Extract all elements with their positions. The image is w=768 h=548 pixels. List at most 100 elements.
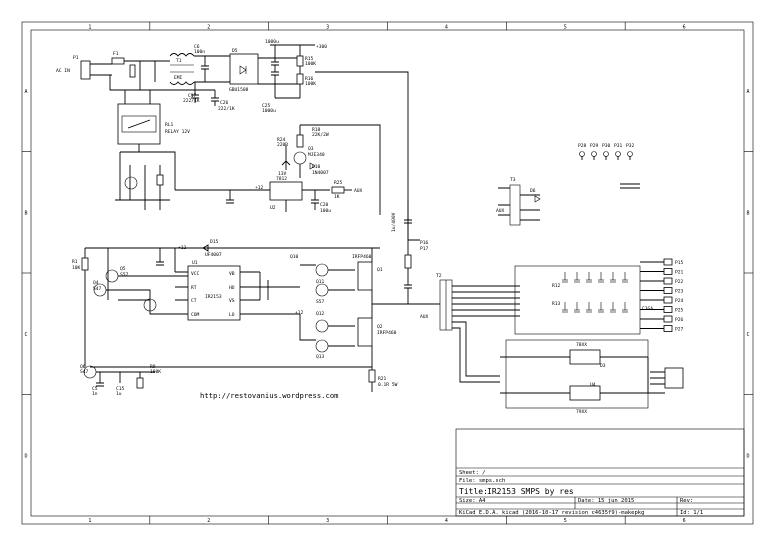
- svg-text:S57: S57: [120, 272, 129, 278]
- svg-text:RL1: RL1: [165, 122, 174, 128]
- url-text: http://restovanius.wordpress.com: [200, 391, 338, 400]
- svg-text:D5: D5: [232, 48, 238, 54]
- sheet-label: Sheet: /: [459, 470, 486, 476]
- header-pin: [615, 151, 621, 157]
- svg-text:COM: COM: [191, 312, 200, 318]
- file-label: File: smps.sch: [459, 478, 505, 484]
- svg-text:R18: R18: [312, 127, 321, 133]
- frame-row-label: A: [25, 89, 28, 95]
- svg-text:VCC: VCC: [191, 271, 200, 277]
- size-label: Size: A4: [459, 498, 486, 504]
- svg-text:S47: S47: [93, 286, 102, 292]
- svg-text:222/1K: 222/1K: [218, 106, 235, 112]
- svg-text:Q1: Q1: [377, 267, 383, 273]
- svg-text:IRFP460: IRFP460: [377, 330, 397, 336]
- title-block: Sheet: / File: smps.sch Title: IR2153 SM…: [455, 428, 745, 517]
- frame-row-label: D: [25, 453, 28, 459]
- svg-text:AUX: AUX: [420, 314, 429, 320]
- svg-text:1n: 1n: [92, 391, 98, 397]
- svg-text:0.1R 5W: 0.1R 5W: [378, 382, 398, 388]
- svg-text:R21: R21: [378, 376, 387, 382]
- svg-text:C25: C25: [262, 103, 271, 109]
- header-pin-label: P28: [578, 143, 587, 149]
- header-pin-label: P30: [602, 143, 611, 149]
- svg-text:100K: 100K: [150, 369, 161, 375]
- svg-text:IR2153: IR2153: [205, 294, 222, 300]
- svg-text:C17: C17: [188, 93, 197, 99]
- header-pin: [591, 151, 597, 157]
- svg-text:GBU1508: GBU1508: [229, 87, 249, 93]
- svg-text:R12: R12: [552, 283, 561, 289]
- svg-text:1000u: 1000u: [262, 108, 276, 114]
- svg-text:D6: D6: [530, 188, 536, 194]
- svg-text:S57: S57: [316, 299, 325, 305]
- svg-text:CT: CT: [191, 298, 197, 304]
- svg-text:T1: T1: [176, 58, 182, 64]
- svg-text:UF4007: UF4007: [205, 252, 222, 258]
- svg-text:C5: C5: [92, 386, 98, 392]
- svg-text:T3: T3: [510, 177, 516, 183]
- svg-text:R1: R1: [72, 259, 78, 265]
- svg-text:C20: C20: [320, 202, 329, 208]
- svg-text:D15: D15: [210, 239, 219, 245]
- svg-text:C15: C15: [116, 386, 125, 392]
- frame-col-label: 2: [207, 518, 210, 524]
- svg-text:P16: P16: [420, 240, 429, 246]
- output-connector: [663, 315, 673, 323]
- frame-col-label: 2: [207, 25, 210, 31]
- output-connector: [663, 296, 673, 304]
- frame-col-label: 3: [326, 518, 329, 524]
- frame-col-label: 1: [88, 518, 91, 524]
- svg-text:R16: R16: [305, 76, 314, 82]
- output-connector-label: P23: [675, 289, 684, 295]
- transformer-section: 1u/400V P16 P17 T2 AUX: [391, 200, 520, 383]
- svg-text:100u: 100u: [320, 208, 331, 214]
- svg-text:1N4007: 1N4007: [312, 170, 329, 176]
- svg-text:P17: P17: [420, 246, 429, 252]
- svg-text:HO: HO: [229, 285, 235, 291]
- svg-text:13V: 13V: [278, 171, 287, 177]
- svg-text:7812: 7812: [276, 176, 287, 182]
- date-label: Date: 15 jun 2015: [578, 498, 634, 504]
- svg-text:S47: S47: [80, 369, 89, 375]
- relay-section: RL1 RELAY 12V: [115, 90, 190, 210]
- svg-text:AC IN: AC IN: [56, 68, 70, 74]
- frame-row-label: D: [747, 453, 750, 459]
- frame-col-label: 5: [564, 25, 567, 31]
- svg-text:C3GA: C3GA: [642, 306, 653, 312]
- output-connector: [663, 325, 673, 332]
- svg-text:C6: C6: [194, 44, 200, 50]
- frame-row-label: C: [25, 332, 28, 338]
- frame-col-label: 4: [445, 518, 448, 524]
- frame-row-label: B: [747, 210, 750, 216]
- frame-col-label: 3: [326, 25, 329, 31]
- svg-text:IRFP460: IRFP460: [352, 254, 372, 260]
- svg-text:R13: R13: [552, 301, 561, 307]
- svg-text:100K: 100K: [305, 81, 316, 87]
- svg-text:U2: U2: [270, 205, 276, 211]
- output-connector-label: P27: [675, 327, 684, 333]
- svg-text:R24: R24: [277, 137, 286, 143]
- svg-text:U1: U1: [192, 260, 198, 266]
- title-prefix: Title:: [459, 487, 488, 496]
- svg-text:Q6: Q6: [80, 364, 86, 370]
- svg-text:AUX: AUX: [496, 208, 505, 214]
- svg-text:F1: F1: [113, 51, 119, 57]
- svg-text:1000u: 1000u: [265, 39, 279, 45]
- output-connector-label: P15: [675, 260, 684, 266]
- svg-text:Q5: Q5: [120, 266, 126, 272]
- svg-text:+300: +300: [316, 44, 327, 50]
- svg-text:Q3: Q3: [308, 146, 314, 152]
- svg-text:1u: 1u: [116, 391, 122, 397]
- protection-section: R1 10K Q5 S57 Q4 S47 Q6 S47 R9 100K C5 1…: [72, 248, 188, 397]
- software-label: KiCad E.D.A. kicad (2016-10-17 revision …: [459, 510, 644, 516]
- startup-regulator: R18 22K/2W R24 220R Q3 MJE340 13V D10 1N…: [175, 124, 381, 215]
- output-connector: [663, 287, 673, 294]
- svg-text:RELAY 12V: RELAY 12V: [165, 129, 190, 135]
- svg-text:U4: U4: [590, 382, 596, 388]
- svg-text:79XX: 79XX: [576, 409, 587, 415]
